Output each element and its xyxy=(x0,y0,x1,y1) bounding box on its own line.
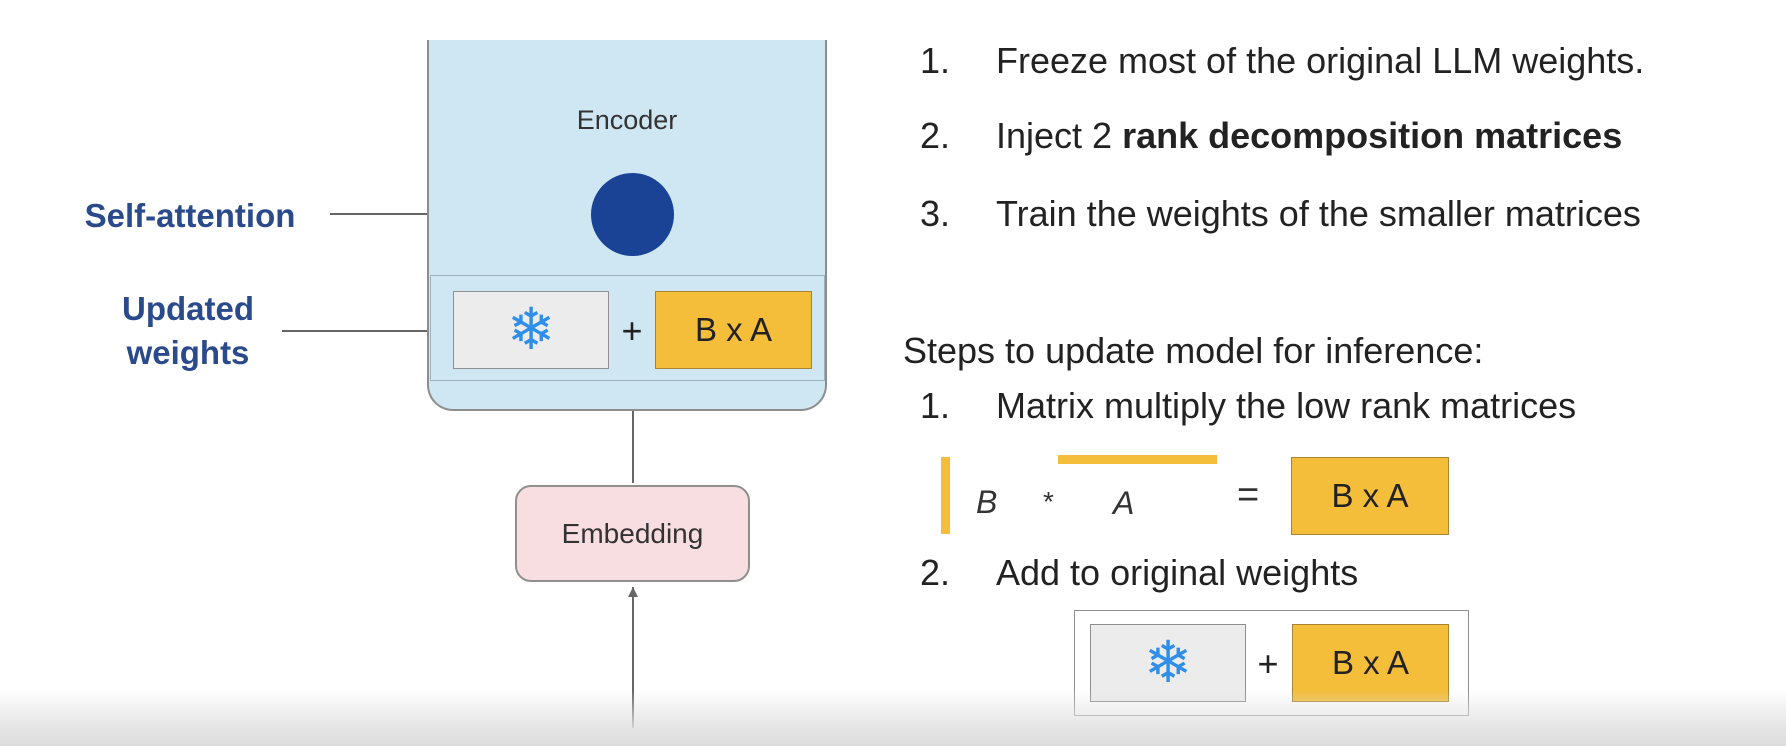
step-3: 3. Train the weights of the smaller matri… xyxy=(920,193,1641,235)
matrix-a-label: A xyxy=(1113,485,1135,521)
step-number: 3. xyxy=(920,193,951,234)
step-number: 2. xyxy=(920,552,951,593)
step-text: Freeze most of the original LLM weights. xyxy=(996,40,1645,81)
updated-weights-label-line2: weights xyxy=(126,334,250,371)
self-attention-node xyxy=(591,173,674,256)
bxa-box: B x A xyxy=(655,291,812,369)
multiply-sign: * xyxy=(1043,486,1054,517)
bottom-fade xyxy=(0,690,1786,746)
equals-sign: = xyxy=(1237,474,1260,516)
inference-step-1: 1. Matrix multiply the low rank matrices xyxy=(920,385,1576,427)
inference-step-2: 2. Add to original weights xyxy=(920,552,1358,594)
inference-heading: Steps to update model for inference: xyxy=(903,330,1484,371)
snowflake-icon: ❄ xyxy=(506,297,556,362)
step-text-bold: rank decomposition matrices xyxy=(1122,115,1623,156)
snowflake-icon: ❄ xyxy=(1143,630,1193,695)
embedding-block: Embedding xyxy=(515,485,750,582)
step-number: 2. xyxy=(920,115,951,156)
product-bxa-box: B x A xyxy=(1291,457,1449,535)
plus-sign: + xyxy=(621,310,643,351)
step-number: 1. xyxy=(920,385,951,426)
matrix-b-bar xyxy=(941,457,950,534)
encoder-label: Encoder xyxy=(576,105,678,135)
step-text: Matrix multiply the low rank matrices xyxy=(996,385,1577,426)
step-1: 1. Freeze most of the original LLM weight… xyxy=(920,40,1644,82)
step-2: 2. Inject 2 rank decomposition matrices xyxy=(920,115,1622,157)
updated-weights-frame xyxy=(430,275,825,381)
updated-weights-label-line1: Updated xyxy=(122,290,254,327)
step-number: 1. xyxy=(920,40,951,81)
updated-weights-label: Updated weights xyxy=(88,287,288,375)
step-text: Train the weights of the smaller matrice… xyxy=(996,193,1641,234)
frozen-weights-box: ❄ xyxy=(453,291,609,369)
final-plus-sign: + xyxy=(1257,643,1279,684)
self-attention-label: Self-attention xyxy=(84,197,296,234)
matrix-a-bar xyxy=(1058,455,1217,464)
step-text: Add to original weights xyxy=(996,552,1359,593)
matrix-b-label: B xyxy=(976,484,998,520)
step-text: Inject 2 xyxy=(996,115,1123,156)
final-bxa-box: B x A xyxy=(1292,624,1449,702)
